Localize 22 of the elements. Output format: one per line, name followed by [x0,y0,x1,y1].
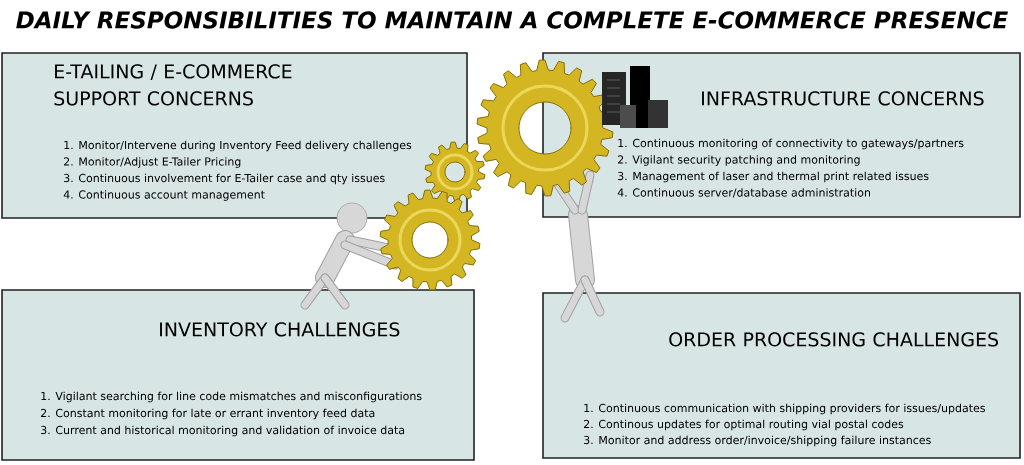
list-item: 3. Management of laser and thermal print related issues [618,171,929,183]
list-item: 2. Constant monitoring for late or errant inventory feed data [41,408,375,420]
title: DAILY RESPONSIBILITIES TO MAINTAIN A COMPLETE E-COMMERCE PRESENCE [16,11,1008,29]
list-item: 4. Continuous server/database administration [617,188,870,198]
list-item: 2. Vigilant security patching and monitoring [618,155,860,166]
panel-heading: INVENTORY CHALLENGES [160,322,400,337]
list-item: 2. Monitor/Adjust E-Tailer Pricing [64,157,241,168]
list-item: 3. Current and historical monitoring and validation of invoice data [41,425,405,437]
list-item: 2. Continous updates for optimal routing vial postal codes [584,419,904,431]
list-item: 1. Continuous communication with shipping providers for issues/updates [584,403,985,415]
panel-box [1,289,475,461]
list-item: 3. Monitor and address order/invoice/shipping failure instances [584,435,931,447]
list-item: 1. Continuous monitoring of connectivity to gateways/partners [618,138,964,150]
panel-box [1,52,468,219]
list-item: 3. Continuous involvement for E-Tailer case and qty issues [64,173,385,185]
panel-heading: INFRASTRUCTURE CONCERNS [702,91,984,106]
panel-heading: ORDER PROCESSING CHALLENGES [669,332,999,347]
panel-heading: E-TAILING / E-COMMERCE SUPPORT CONCERNS [54,64,292,106]
list-item: 1. Monitor/Intervene during Inventory Feed delivery challenges [64,140,412,152]
list-item: 4. Continuous account management [63,190,265,201]
panel-box [542,292,1021,459]
list-item: 1. Vigilant searching for line code mismatches and misconfigurations [41,391,422,403]
